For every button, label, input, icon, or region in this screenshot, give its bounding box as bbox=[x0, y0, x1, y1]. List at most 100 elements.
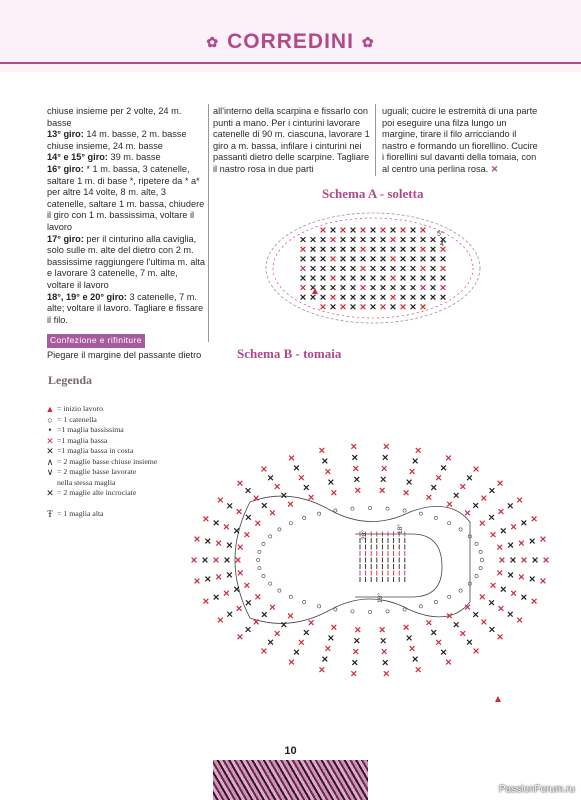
stitch-mark bbox=[445, 455, 452, 461]
paragraph: 18°, 19° e 20° giro: 3 catenelle, 7 m. a… bbox=[47, 292, 205, 327]
stitch-mark bbox=[310, 294, 316, 301]
stitch-mark bbox=[500, 586, 507, 593]
paragraph: 16° giro: * 1 m. bassa, 3 catenelle, sal… bbox=[47, 164, 205, 234]
stitch-mark bbox=[350, 294, 356, 301]
legend-item: Ŧ= 1 maglia alta bbox=[44, 509, 194, 520]
round-label: 13° giro: bbox=[47, 129, 84, 140]
stitch-mark bbox=[400, 294, 406, 301]
stitch-mark bbox=[380, 637, 387, 644]
stitch-mark bbox=[380, 246, 386, 253]
stitch-mark bbox=[320, 255, 326, 262]
stitch-mark bbox=[489, 487, 495, 494]
stitch-mark bbox=[300, 265, 306, 272]
chain-stitch bbox=[257, 566, 262, 571]
stitch-mark bbox=[497, 480, 503, 487]
chain-stitch bbox=[474, 574, 479, 578]
legend-item: ▲= inizio lavoro bbox=[44, 404, 194, 415]
stitch-mark bbox=[254, 594, 261, 600]
stitch-mark bbox=[381, 465, 388, 472]
legend-text: = 1 maglia alta bbox=[57, 509, 104, 518]
chain-stitch bbox=[317, 604, 322, 609]
stitch-mark bbox=[319, 666, 325, 673]
stitch-mark bbox=[370, 303, 376, 310]
stitch-mark bbox=[540, 536, 546, 542]
stitch-mark bbox=[322, 458, 328, 464]
stitch-symbol-icon: ∧ bbox=[46, 456, 54, 467]
chain-stitch bbox=[447, 521, 452, 526]
chain-stitch bbox=[385, 506, 390, 511]
stitch-mark bbox=[472, 502, 479, 509]
chain-stitch bbox=[350, 506, 355, 511]
stitch-mark bbox=[410, 255, 416, 262]
stitch-mark bbox=[410, 265, 416, 272]
stitch-mark bbox=[261, 611, 268, 618]
stitch-mark bbox=[400, 275, 406, 281]
stitch-mark bbox=[330, 246, 336, 253]
stitch-mark bbox=[261, 502, 268, 509]
stitch-mark bbox=[330, 236, 336, 243]
paragraph: uguali; cucire le estremità di una parte… bbox=[382, 106, 540, 176]
stitch-mark bbox=[380, 284, 386, 291]
stitch-mark bbox=[412, 656, 418, 662]
stitch-mark bbox=[353, 637, 360, 644]
stitch-mark bbox=[390, 236, 396, 243]
stitch-mark bbox=[480, 619, 487, 625]
stitch-mark bbox=[400, 265, 406, 272]
stitch-mark bbox=[319, 447, 325, 454]
paragraph-text: uguali; cucire le estremità di una parte… bbox=[382, 106, 538, 174]
round-label: 18°, 19° e 20° giro: bbox=[47, 291, 127, 302]
stitch-mark bbox=[300, 246, 306, 253]
legend-text: =1 maglia bassa bbox=[57, 435, 108, 445]
paragraph: 13° giro: 14 m. basse, 2 m. basse chiuse… bbox=[47, 129, 205, 152]
chain-stitch bbox=[317, 511, 322, 516]
stitch-mark bbox=[406, 635, 412, 641]
stitch-mark bbox=[340, 236, 346, 243]
round-label: 17° giro: bbox=[47, 233, 84, 244]
text-column-2: all'interno della scarpina e fissarlo co… bbox=[213, 106, 371, 176]
stitch-mark bbox=[340, 255, 346, 262]
stitch-mark bbox=[223, 590, 230, 597]
stitch-mark bbox=[224, 557, 230, 563]
stitch-mark bbox=[213, 519, 219, 526]
page-header bbox=[0, 0, 581, 72]
stitch-mark bbox=[287, 613, 294, 619]
stitch-mark bbox=[320, 303, 326, 310]
paragraph: 14° e 15° giro: 39 m. basse bbox=[47, 152, 205, 164]
stitch-mark bbox=[382, 659, 389, 666]
stitch-mark bbox=[233, 586, 240, 593]
chain-stitch bbox=[268, 534, 273, 539]
stitch-mark bbox=[328, 635, 334, 641]
stitch-mark bbox=[223, 523, 230, 530]
round-text: 39 m. basse bbox=[107, 152, 161, 163]
chain-stitch bbox=[467, 581, 472, 586]
chain-stitch bbox=[447, 594, 452, 599]
stitch-mark bbox=[435, 474, 442, 481]
stitch-mark bbox=[430, 275, 436, 281]
stitch-mark bbox=[217, 497, 224, 503]
stitch-mark bbox=[496, 544, 503, 550]
stitch-mark bbox=[420, 236, 426, 243]
stitch-mark bbox=[510, 523, 517, 530]
chain-stitch bbox=[480, 558, 484, 562]
stitch-mark bbox=[507, 611, 514, 618]
column-divider bbox=[208, 104, 209, 342]
stitch-mark bbox=[350, 236, 356, 243]
stitch-mark bbox=[410, 303, 416, 310]
stitch-mark bbox=[400, 246, 406, 253]
end-mark-icon: ✕ bbox=[490, 163, 499, 174]
stitch-mark bbox=[440, 265, 446, 272]
stitch-mark bbox=[380, 476, 387, 483]
stitch-mark bbox=[420, 284, 426, 291]
page-number: 10 bbox=[284, 745, 297, 757]
stitch-mark bbox=[430, 236, 436, 243]
stitch-mark bbox=[244, 582, 250, 589]
stitch-mark bbox=[380, 275, 386, 281]
stitch-symbol-icon: • bbox=[48, 425, 52, 435]
stitch-mark bbox=[350, 284, 356, 291]
stitch-mark bbox=[261, 466, 267, 472]
legend-item bbox=[44, 499, 194, 510]
stitch-symbol-icon: ○ bbox=[47, 414, 53, 425]
stitch-mark bbox=[330, 275, 336, 281]
stitch-mark bbox=[430, 484, 437, 491]
header-rule bbox=[0, 62, 581, 64]
